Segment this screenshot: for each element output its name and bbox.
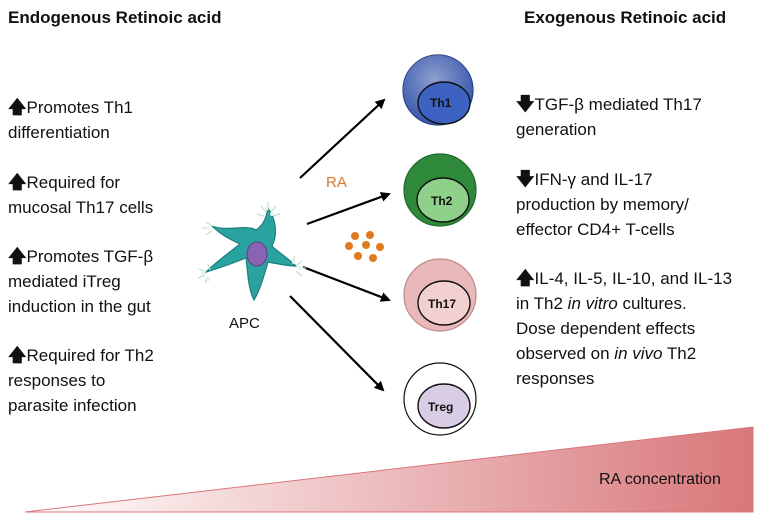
ra-concentration-wedge: [24, 426, 754, 513]
th1-label: Th1: [430, 96, 452, 110]
right-item-il: 🡅IL-4, IL-5, IL-10, and IL-13 in Th2 in …: [516, 268, 733, 388]
arrow-to-treg: [289, 295, 385, 392]
left-item-th2: 🡅Required for Th2 responses to parasite …: [8, 345, 154, 415]
left-column-title: Endogenous Retinoic acid: [8, 8, 222, 27]
left-item-th17: 🡅Required for mucosal Th17 cells: [8, 172, 154, 217]
arrow-to-th2: [306, 192, 391, 226]
left-item-itreg: 🡅Promotes TGF-β mediated iTreg induction…: [8, 246, 154, 316]
th2-label: Th2: [431, 194, 453, 208]
arrow-to-th1: [299, 98, 386, 179]
right-item-ifn: 🡇IFN-γ and IL-17 production by memory/ e…: [516, 169, 689, 239]
th17-cell: Th17: [403, 258, 477, 332]
up-arrow-icon: 🡅: [8, 246, 27, 266]
th2-cell: Th2: [403, 153, 477, 227]
apc-cell: [197, 202, 306, 302]
th1-cell: Th1: [402, 54, 474, 126]
up-arrow-icon: 🡅: [8, 345, 27, 365]
up-arrow-icon: 🡅: [8, 97, 27, 117]
arrow-to-th17: [302, 265, 391, 302]
up-arrow-icon: 🡅: [516, 268, 535, 288]
ra-dots: [345, 231, 384, 262]
ra-concentration-label: RA concentration: [599, 471, 721, 488]
right-item-th17: 🡇TGF-β mediated Th17 generation: [516, 94, 702, 139]
th17-label: Th17: [428, 297, 456, 311]
right-column-title: Exogenous Retinoic acid: [524, 8, 727, 27]
ra-label: RA: [326, 174, 347, 191]
up-arrow-icon: 🡅: [8, 172, 27, 192]
apc-label: APC: [229, 315, 260, 332]
left-item-th1: 🡅Promotes Th1 differentiation: [8, 97, 133, 142]
down-arrow-icon: 🡇: [516, 94, 535, 114]
treg-cell: Treg: [403, 362, 477, 436]
treg-label: Treg: [428, 400, 453, 414]
down-arrow-icon: 🡇: [516, 169, 535, 189]
